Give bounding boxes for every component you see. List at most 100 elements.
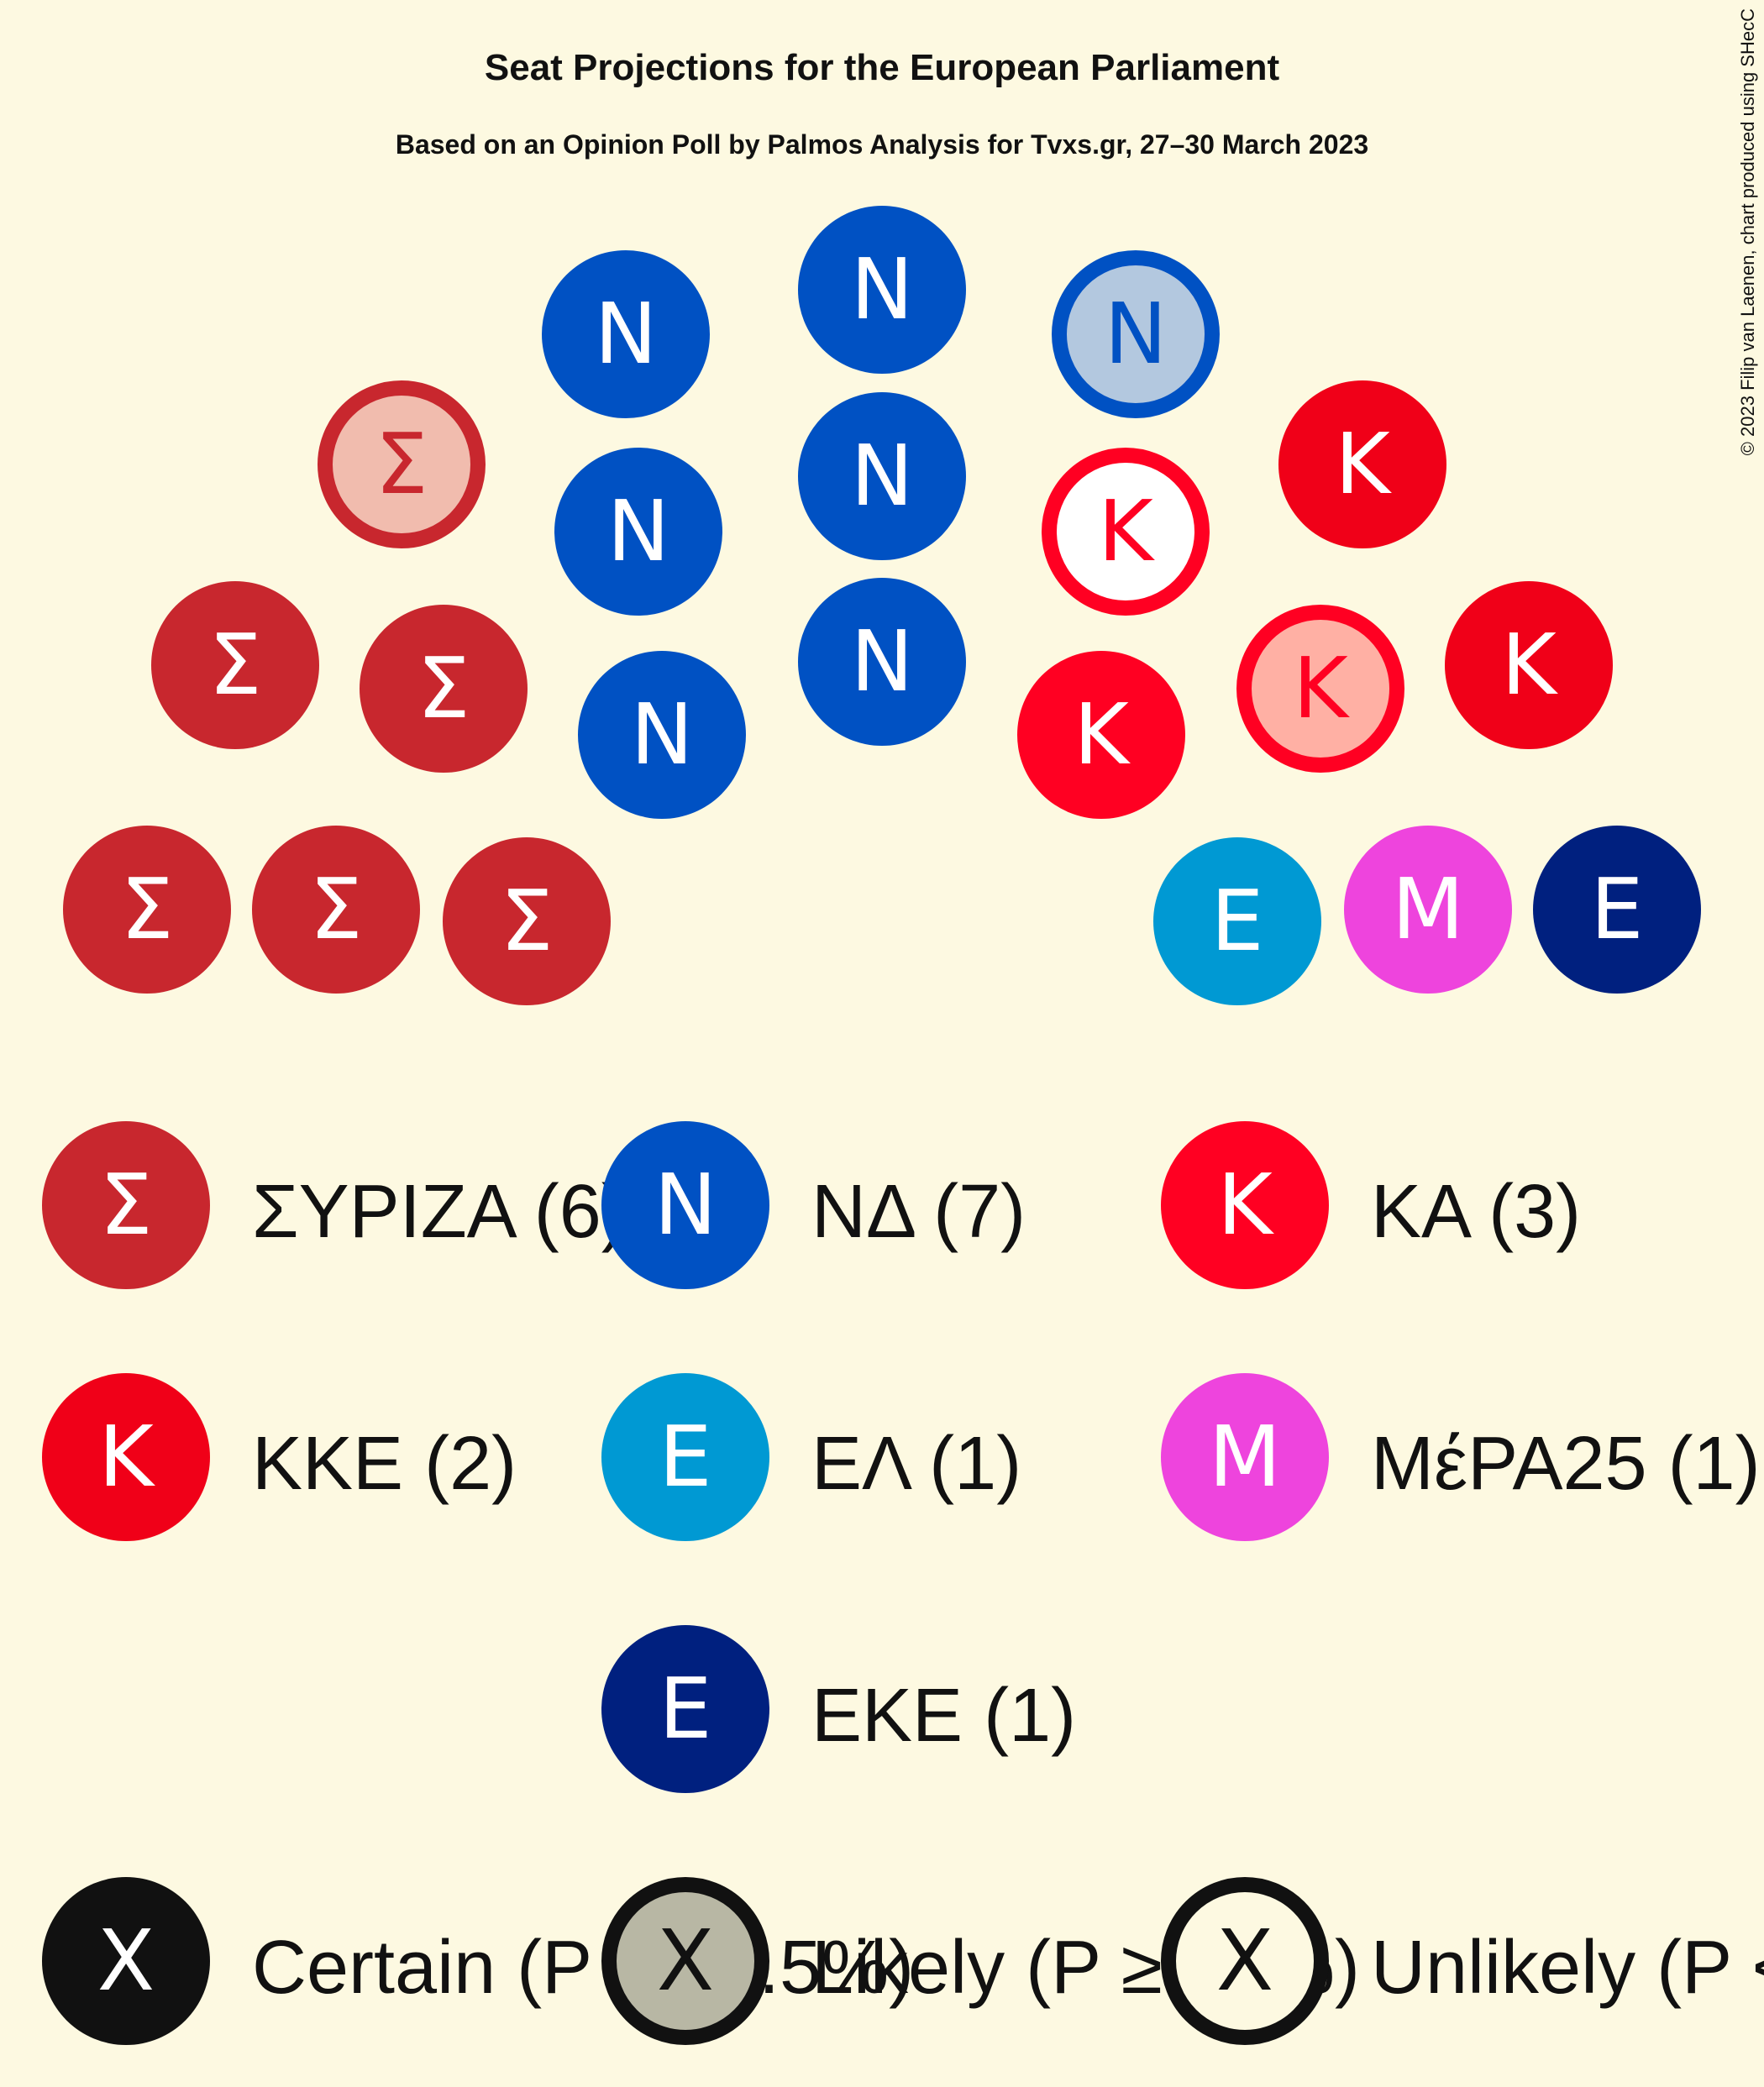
seat-nd-12-circle: [798, 578, 966, 746]
seat-syriza-5: Σ: [360, 605, 528, 773]
seat-syriza-1-circle: [63, 826, 231, 994]
legend-swatch-nd: Ν: [601, 1121, 769, 1289]
legend-swatch-eke: Ε: [601, 1625, 769, 1793]
seat-kke-17-letter: Κ: [1335, 415, 1392, 513]
seat-nd-11-circle: [798, 392, 966, 560]
seat-syriza-6-letter: Σ: [375, 415, 428, 513]
legend-swatch-ka-letter: Κ: [1217, 1156, 1274, 1254]
seat-nd-11-letter: Ν: [851, 427, 914, 525]
seat-nd-7-letter: Ν: [595, 285, 658, 383]
seat-nd-10-circle: [798, 206, 966, 374]
legend-swatch-el-circle: [601, 1373, 769, 1541]
certainty-swatch-likely: Χ: [601, 1877, 769, 2045]
seat-eke-21-letter: Ε: [1590, 860, 1643, 958]
seat-syriza-1-letter: Σ: [120, 860, 173, 958]
seat-eke-21-circle: [1533, 826, 1701, 994]
seat-syriza-6: Σ: [318, 380, 486, 548]
seat-mera25-20: Μ: [1344, 826, 1512, 994]
certainty-swatch-unlikely: Χ: [1161, 1877, 1329, 2045]
seat-syriza-6-circle: [318, 380, 486, 548]
legend-label-el: ΕΛ (1): [811, 1422, 1021, 1506]
legend-label-kke: ΚΚΕ (2): [252, 1422, 517, 1506]
chart-subtitle: Based on an Opinion Poll by Palmos Analy…: [396, 129, 1368, 160]
seat-ka-15-circle: [1236, 605, 1404, 773]
seat-nd-8-letter: Ν: [607, 482, 670, 580]
seat-mera25-20-circle: [1344, 826, 1512, 994]
legend-swatch-el-letter: Ε: [659, 1408, 711, 1506]
legend-label-mera25: ΜέΡΑ25 (1): [1371, 1422, 1761, 1506]
certainty-swatch-unlikely-letter: Χ: [1216, 1911, 1274, 2010]
seat-nd-13: Ν: [1052, 250, 1220, 418]
seat-kke-18-letter: Κ: [1501, 616, 1558, 714]
seat-mera25-20-letter: Μ: [1392, 860, 1464, 958]
certainty-swatch-likely-letter: Χ: [657, 1911, 715, 2010]
seat-el-19-letter: Ε: [1210, 872, 1263, 970]
legend-swatch-nd-letter: Ν: [654, 1156, 717, 1254]
seat-syriza-4-letter: Σ: [208, 616, 261, 714]
seat-eke-21: Ε: [1533, 826, 1701, 994]
legend-swatch-syriza-letter: Σ: [99, 1156, 152, 1254]
legend-swatch-eke-letter: Ε: [659, 1660, 711, 1758]
certainty-swatch-unlikely-circle: [1161, 1877, 1329, 2045]
seat-ka-15: Κ: [1236, 605, 1404, 773]
copyright-note: © 2023 Filip van Laenen, chart produced …: [1737, 8, 1758, 455]
seat-nd-8: Ν: [554, 448, 722, 616]
seat-syriza-1: Σ: [63, 826, 231, 994]
seat-nd-13-circle: [1052, 250, 1220, 418]
seat-ka-15-letter: Κ: [1293, 639, 1350, 737]
seat-syriza-5-circle: [360, 605, 528, 773]
seat-syriza-3-circle: [443, 837, 611, 1005]
certainty-swatch-certain: Χ: [42, 1877, 210, 2045]
seat-nd-13-letter: Ν: [1105, 285, 1168, 383]
seat-syriza-3: Σ: [443, 837, 611, 1005]
legend-swatch-mera25: Μ: [1161, 1373, 1329, 1541]
legend-swatch-syriza: Σ: [42, 1121, 210, 1289]
legend-swatch-ka: Κ: [1161, 1121, 1329, 1289]
seat-kke-18: Κ: [1445, 581, 1613, 749]
certainty-swatch-certain-letter: Χ: [97, 1911, 155, 2010]
legend-swatch-mera25-circle: [1161, 1373, 1329, 1541]
seat-nd-7-circle: [542, 250, 710, 418]
seat-syriza-3-letter: Σ: [500, 872, 553, 970]
certainty-swatch-certain-circle: [42, 1877, 210, 2045]
seat-nd-11: Ν: [798, 392, 966, 560]
legend-swatch-nd-circle: [601, 1121, 769, 1289]
seat-nd-10: Ν: [798, 206, 966, 374]
legend-label-nd: ΝΔ (7): [811, 1170, 1026, 1254]
seat-syriza-4: Σ: [151, 581, 319, 749]
legend-swatch-eke-circle: [601, 1625, 769, 1793]
seat-syriza-5-letter: Σ: [417, 639, 470, 737]
legend-swatch-ka-circle: [1161, 1121, 1329, 1289]
legend-label-eke: ΕΚΕ (1): [811, 1674, 1076, 1758]
chart-title: Seat Projections for the European Parlia…: [485, 47, 1280, 88]
seat-nd-7: Ν: [542, 250, 710, 418]
seat-nd-10-letter: Ν: [851, 240, 914, 338]
seat-el-19: Ε: [1153, 837, 1321, 1005]
seat-ka-16: Κ: [1017, 651, 1185, 819]
legend-swatch-kke-circle: [42, 1373, 210, 1541]
certainty-label-unlikely: Unlikely (P < 50%): [1371, 1926, 1764, 2010]
seat-ka-16-letter: Κ: [1074, 685, 1131, 784]
seat-nd-9: Ν: [578, 651, 746, 819]
seat-kke-17-circle: [1278, 380, 1446, 548]
seat-nd-12-letter: Ν: [851, 612, 914, 711]
legend-swatch-kke-letter: Κ: [98, 1408, 155, 1506]
seat-ka-16-circle: [1017, 651, 1185, 819]
seat-syriza-2-letter: Σ: [309, 860, 362, 958]
legend-swatch-el: Ε: [601, 1373, 769, 1541]
seat-el-19-circle: [1153, 837, 1321, 1005]
seat-nd-8-circle: [554, 448, 722, 616]
seat-ka-14-letter: Κ: [1098, 482, 1155, 580]
legend-swatch-mera25-letter: Μ: [1209, 1408, 1281, 1506]
legend-label-ka: ΚΑ (3): [1371, 1170, 1581, 1254]
seat-syriza-2-circle: [252, 826, 420, 994]
seat-kke-18-circle: [1445, 581, 1613, 749]
legend-swatch-kke: Κ: [42, 1373, 210, 1541]
certainty-label-certain: Certain (P ≥ 97.5%): [252, 1926, 914, 2010]
seat-nd-9-letter: Ν: [631, 685, 694, 784]
legend-swatch-syriza-circle: [42, 1121, 210, 1289]
